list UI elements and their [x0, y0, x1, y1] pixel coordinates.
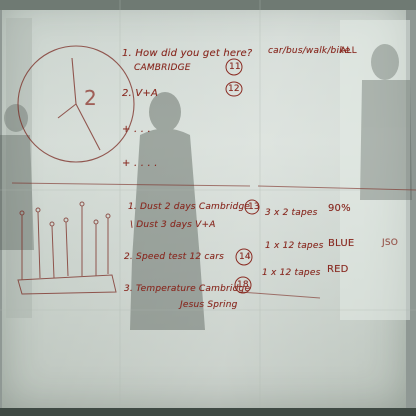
- item2-color2: RED: [327, 264, 349, 275]
- q2-label: 2. V+A: [122, 88, 158, 99]
- clock-numeral: 2: [84, 86, 97, 110]
- item2-tapes2: 1 x 12 tapes: [262, 268, 321, 278]
- person-reflection: [130, 92, 205, 330]
- item1-tapes: 3 x 2 tapes: [265, 208, 318, 218]
- q1-question: 1. How did you get here?: [122, 48, 253, 59]
- item1-count: 13: [248, 202, 260, 212]
- q1-count: 11: [229, 62, 241, 72]
- whiteboard-surface: [2, 0, 406, 408]
- q1-note-right: ALL: [340, 46, 357, 56]
- item1-line2: \ Dust 3 days V+A: [130, 220, 216, 230]
- item1-line1: 1. Dust 2 days Cambridge: [128, 202, 251, 212]
- count-circles: [225, 58, 260, 294]
- item3-line1: 3. Temperature Cambridge: [124, 284, 251, 294]
- item3-line2: Jesus Spring: [180, 300, 238, 310]
- ceiling-band: [0, 0, 416, 10]
- q1-answer: CAMBRIDGE: [134, 63, 191, 73]
- plus-line-2: + . . . .: [122, 158, 158, 169]
- item2-color: BLUE: [328, 238, 355, 249]
- edge-text: JSO: [382, 238, 399, 248]
- item2-line: 2. Speed test 12 cars: [124, 252, 225, 262]
- person-reflection-right: [360, 44, 412, 200]
- divider-lines: [11, 182, 416, 299]
- item3-count: 18: [237, 280, 249, 290]
- pins-diagram: [17, 201, 117, 295]
- plus-line-1: + . . .: [122, 124, 151, 135]
- item2-tapes: 1 x 12 tapes: [265, 241, 324, 251]
- clock-drawing: [17, 45, 135, 163]
- item1-value: 90%: [328, 203, 351, 214]
- q1-note: car/bus/walk/bike: [268, 46, 351, 56]
- person-reflection-left: [0, 104, 34, 250]
- window-reflection-right: [340, 20, 410, 320]
- q2-count: 12: [228, 84, 240, 94]
- item2-count: 14: [239, 252, 251, 262]
- board-frame-bottom: [0, 408, 416, 416]
- window-reflection-left: [6, 18, 32, 318]
